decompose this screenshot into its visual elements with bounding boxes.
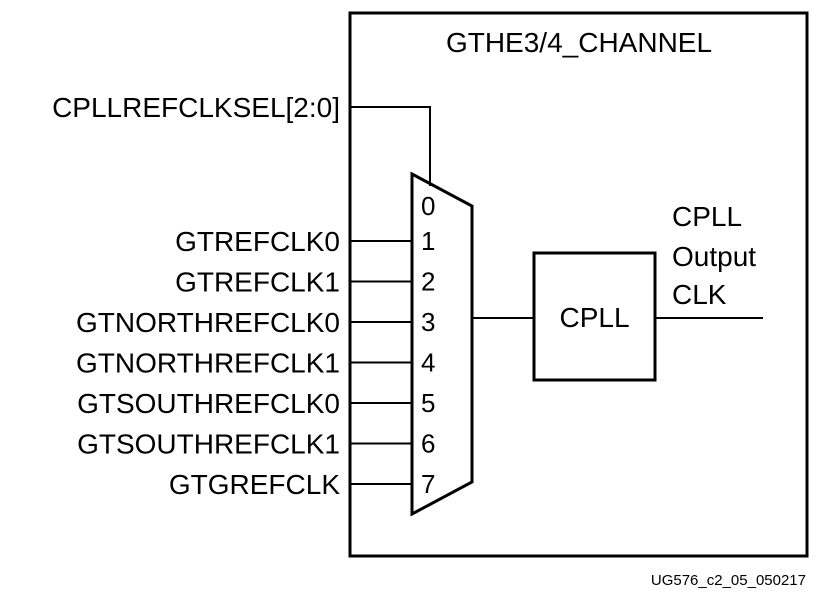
mux-input-index: 1 xyxy=(421,226,435,256)
mux-input-index: 4 xyxy=(421,348,435,378)
mux-input-label: GTSOUTHREFCLK0 xyxy=(77,388,340,419)
mux-input-label: GTREFCLK1 xyxy=(175,267,340,298)
cpll-block xyxy=(532,251,657,382)
mux-input-index: 7 xyxy=(421,469,435,499)
mux-select-index: 0 xyxy=(421,191,435,221)
mux-input-label: GTGREFCLK xyxy=(169,469,340,500)
reference-clock-mux xyxy=(410,171,474,517)
mux-input-index: 3 xyxy=(421,307,435,337)
output-label-line3: CLK xyxy=(672,279,727,310)
mux-input-index: 6 xyxy=(421,429,435,459)
mux-input-label: GTSOUTHREFCLK1 xyxy=(77,429,340,460)
output-label-line1: CPLL xyxy=(672,201,742,232)
mux-input-label: GTNORTHREFCLK0 xyxy=(76,307,340,338)
channel-title: GTHE3/4_CHANNEL xyxy=(446,27,712,58)
mux-input-label: GTNORTHREFCLK1 xyxy=(76,348,340,379)
mux-input-index: 2 xyxy=(421,267,435,297)
channel-block xyxy=(348,11,809,558)
select-line xyxy=(350,106,431,186)
mux-input-label: GTREFCLK0 xyxy=(175,226,340,257)
select-signal-label: CPLLREFCLKSEL[2:0] xyxy=(52,92,340,123)
figure-id: UG576_c2_05_050217 xyxy=(651,572,806,589)
mux-input-index: 5 xyxy=(421,388,435,418)
output-label-line2: Output xyxy=(672,241,756,272)
cpll-block-label: CPLL xyxy=(559,302,629,333)
